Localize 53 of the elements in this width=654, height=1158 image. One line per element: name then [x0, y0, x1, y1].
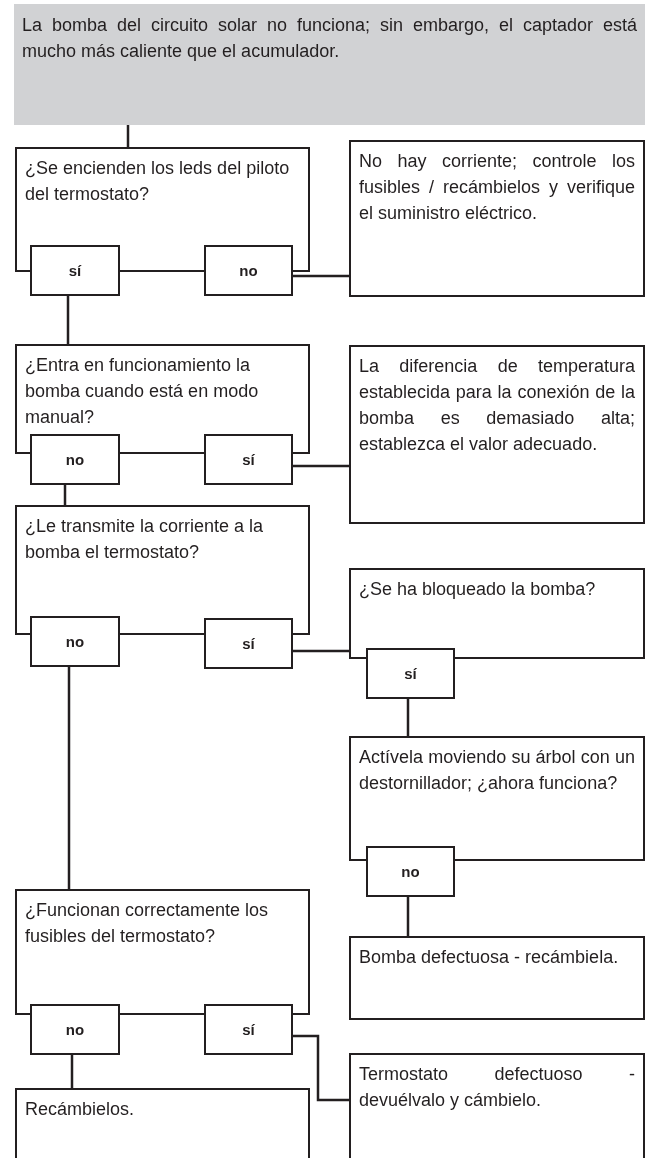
connector-line — [293, 1034, 349, 1102]
answer-box — [30, 245, 120, 296]
answer-label: sí — [242, 452, 255, 467]
box-text: La bomba del circuito solar no funciona; sin embargo, el captador está mucho más caliente que el acumulador. — [22, 14, 637, 63]
box-text: Bomba defectuosa - recámbiela. — [359, 946, 619, 969]
box-text: ¿Se ha bloqueado la bomba? — [359, 578, 596, 601]
box-text: Termostato defectuoso - devuélvalo y cámbielo. — [359, 1063, 635, 1112]
answer-label: sí — [68, 263, 82, 278]
answer-label: sí — [242, 636, 255, 651]
answer-box — [204, 434, 293, 485]
answer-box — [204, 1004, 293, 1055]
box-text: La diferencia de temperatura establecida para la conexión de la bomba es demasiado alta; establezca el valor adecuado. — [359, 355, 635, 456]
answer-label: no — [65, 634, 85, 649]
instruction-box — [349, 140, 645, 297]
connector-line — [293, 649, 349, 653]
connector-line — [293, 464, 349, 468]
instruction-box — [15, 1088, 310, 1158]
box-text: Actívela moviendo su árbol con un destornillador; ¿ahora funciona? — [359, 746, 635, 795]
answer-box — [204, 618, 293, 669]
connector-line — [293, 274, 349, 278]
box-text: ¿Se encienden los leds del piloto del termostato? — [25, 157, 291, 206]
instruction-box — [349, 936, 645, 1020]
question-box — [15, 889, 310, 1015]
answer-label: sí — [242, 1022, 255, 1037]
box-text: ¿Entra en funcionamiento la bomba cuando está en modo manual? — [25, 354, 260, 429]
instruction-box — [349, 345, 645, 524]
box-text: ¿Le transmite la corriente a la bomba el termostato? — [25, 515, 265, 564]
box-text: Recámbielos. — [25, 1098, 135, 1121]
connector-line — [66, 296, 70, 344]
question-box — [15, 505, 310, 635]
answer-label: no — [65, 1022, 85, 1037]
answer-box — [30, 434, 120, 485]
question-box — [349, 568, 645, 659]
answer-label: sí — [404, 666, 417, 681]
answer-box — [30, 1004, 120, 1055]
connector-line — [70, 1055, 74, 1088]
answer-label: no — [65, 452, 85, 467]
connector-line — [126, 125, 130, 147]
connector-line — [67, 667, 71, 889]
box-text: ¿Funcionan correctamente los fusibles del termostato? — [25, 899, 270, 948]
connector-line — [406, 699, 410, 736]
answer-box — [30, 616, 120, 667]
connector-line — [63, 485, 67, 505]
answer-label: no — [401, 864, 420, 879]
box-text: No hay corriente; controle los fusibles / recámbielos y verifique el suministro eléctrico. — [359, 150, 635, 225]
answer-label: no — [239, 263, 258, 278]
problem-box — [14, 4, 645, 125]
instruction-box — [349, 736, 645, 861]
connector-line — [406, 897, 410, 936]
answer-box — [204, 245, 293, 296]
instruction-box — [349, 1053, 645, 1158]
answer-box — [366, 648, 455, 699]
answer-box — [366, 846, 455, 897]
